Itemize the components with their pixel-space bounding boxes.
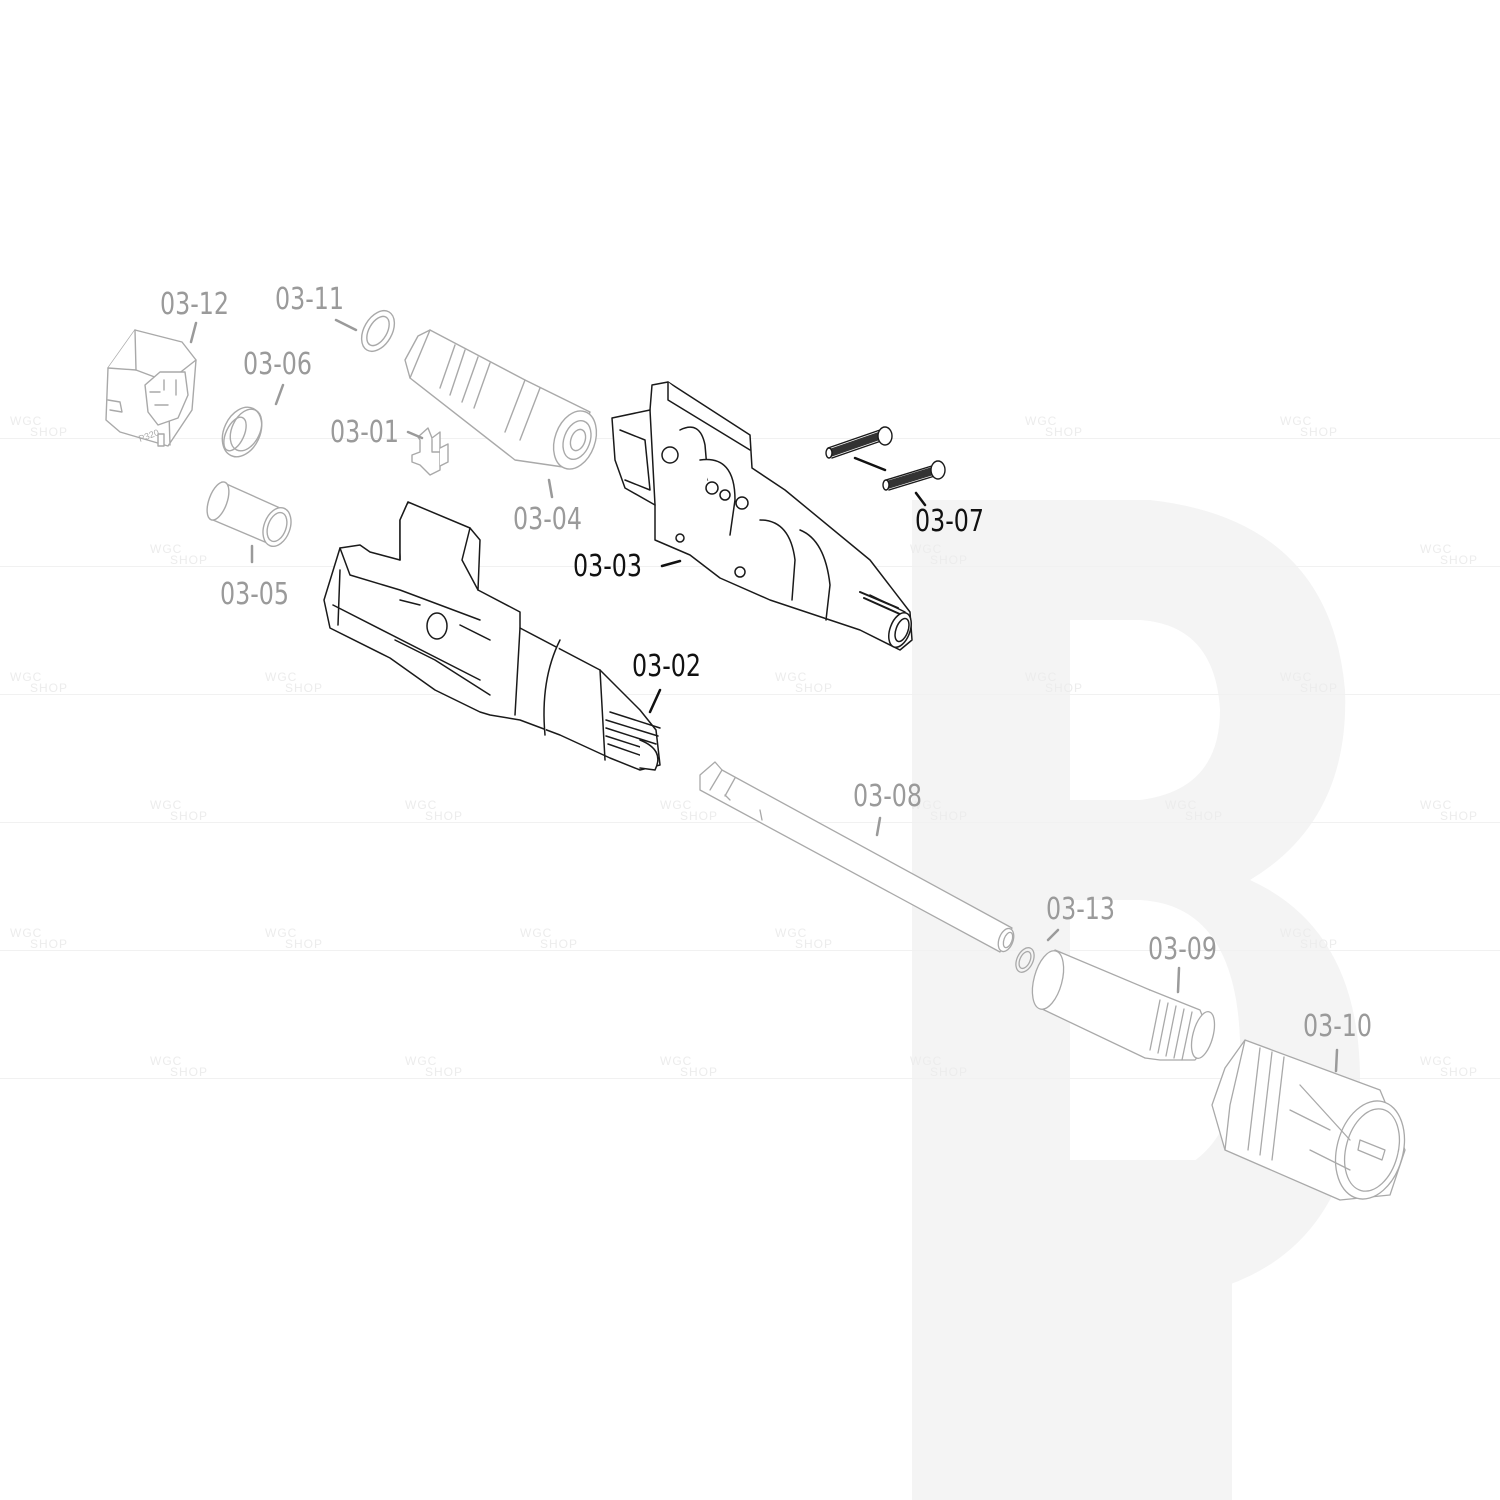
label-03-09: 03-09 bbox=[1148, 932, 1218, 967]
part-03-04-nozzle bbox=[404, 329, 598, 470]
label-03-06: 03-06 bbox=[243, 347, 313, 382]
watermark-line bbox=[0, 822, 1500, 823]
part-03-05-sleeve bbox=[206, 481, 292, 548]
leader-lines bbox=[189, 318, 1339, 1073]
part-03-02-receiver-front bbox=[323, 501, 661, 771]
label-03-10: 03-10 bbox=[1303, 1009, 1373, 1044]
label-03-13: 03-13 bbox=[1046, 892, 1116, 927]
label-03-05: 03-05 bbox=[220, 577, 290, 612]
part-03-12-hop-gear: P320 bbox=[105, 329, 197, 447]
part-03-03-chamber-half bbox=[611, 381, 913, 651]
label-03-08: 03-08 bbox=[853, 779, 923, 814]
part-03-01-latch bbox=[411, 427, 449, 476]
label-03-07: 03-07 bbox=[915, 504, 985, 539]
label-03-12: 03-12 bbox=[160, 287, 230, 322]
watermark-line bbox=[0, 1078, 1500, 1079]
watermark-line bbox=[0, 694, 1500, 695]
part-03-10-flash-hider bbox=[1211, 1039, 1406, 1201]
part-03-11-washer bbox=[360, 310, 396, 352]
part-03-08-inner-barrel bbox=[699, 761, 1015, 953]
watermark-line bbox=[0, 950, 1500, 951]
label-03-04: 03-04 bbox=[513, 502, 583, 537]
label-03-11: 03-11 bbox=[275, 282, 345, 317]
label-03-01: 03-01 bbox=[330, 415, 400, 450]
part-03-09-barrel-extension bbox=[1031, 949, 1216, 1061]
part-03-06-split-ring bbox=[221, 406, 263, 458]
label-03-03: 03-03 bbox=[573, 549, 643, 584]
part-03-07-screws bbox=[825, 426, 946, 491]
label-03-02: 03-02 bbox=[632, 649, 702, 684]
part-03-13-o-ring bbox=[1015, 947, 1035, 973]
